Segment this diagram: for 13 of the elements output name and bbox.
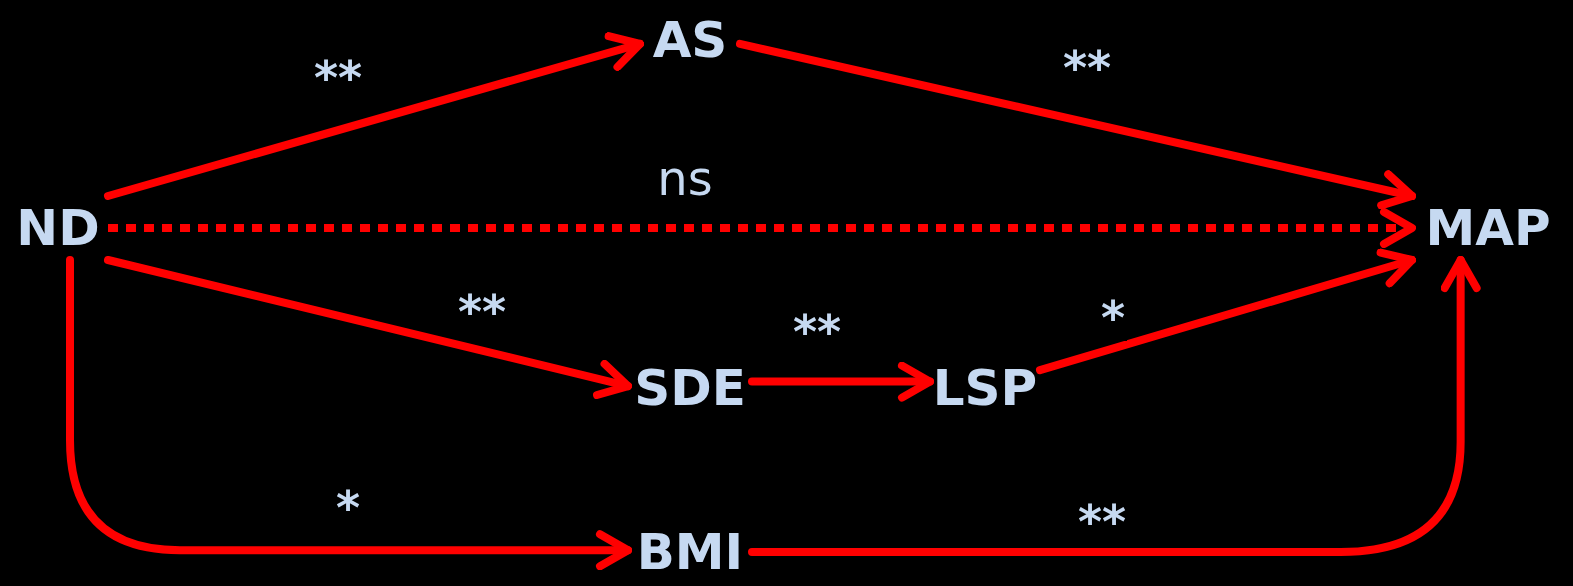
arrow [104,32,644,200]
arrow [104,256,632,400]
arrow [736,39,1416,210]
node-label: MAP [1412,196,1564,260]
node-label: ND [8,196,108,260]
arrow [748,361,934,402]
arrow [66,256,632,571]
arrow [748,256,1481,556]
node-label: BMI [628,522,752,582]
node-label: SDE [628,356,752,420]
node-label: AS [640,8,740,72]
arrow [1036,248,1416,375]
node-label: LSP [930,356,1040,420]
